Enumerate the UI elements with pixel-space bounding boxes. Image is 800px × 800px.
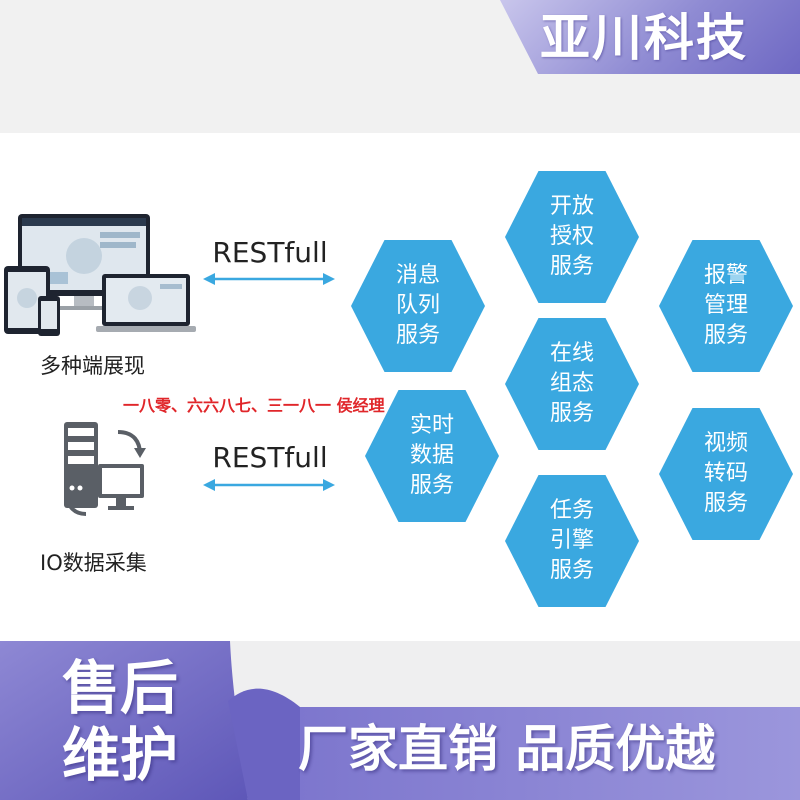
slogan: 厂家直销 品质优越 [298,720,716,778]
bottom-banner-swoosh [0,641,800,800]
after-sales-line1: 售后 [62,654,179,722]
hex-realtime-data-service: 实时 数据 服务 [365,390,499,522]
hex-message-queue-service: 消息 队列 服务 [351,240,485,372]
contact-overlay: 一八零、六六八七、三一八一 侯经理 [123,396,385,415]
multi-device-caption: 多种端展现 [40,354,145,378]
io-server-icon [64,422,146,516]
bidirectional-arrow-top [203,273,335,285]
hex-label: 开放 授权 服务 [549,194,594,279]
hex-label: 在线 组态 服务 [549,341,594,426]
hex-label: 任务 引擎 服务 [549,498,594,583]
hex-label: 实时 数据 服务 [409,413,454,498]
after-sales-line2: 维护 [62,721,179,789]
restfull-label-bottom: RESTfull [212,441,328,474]
hex-label: 报警 管理 服务 [703,263,748,348]
hex-label: 视频 转码 服务 [703,431,748,516]
io-data-caption: IO数据采集 [40,551,147,575]
brand-name: 亚川科技 [540,9,748,67]
hex-label: 消息 队列 服务 [395,263,440,348]
restfull-label-top: RESTfull [212,236,328,269]
brand-banner [500,0,800,74]
bidirectional-arrow-bottom [203,479,335,491]
multi-device-icon [4,214,196,336]
